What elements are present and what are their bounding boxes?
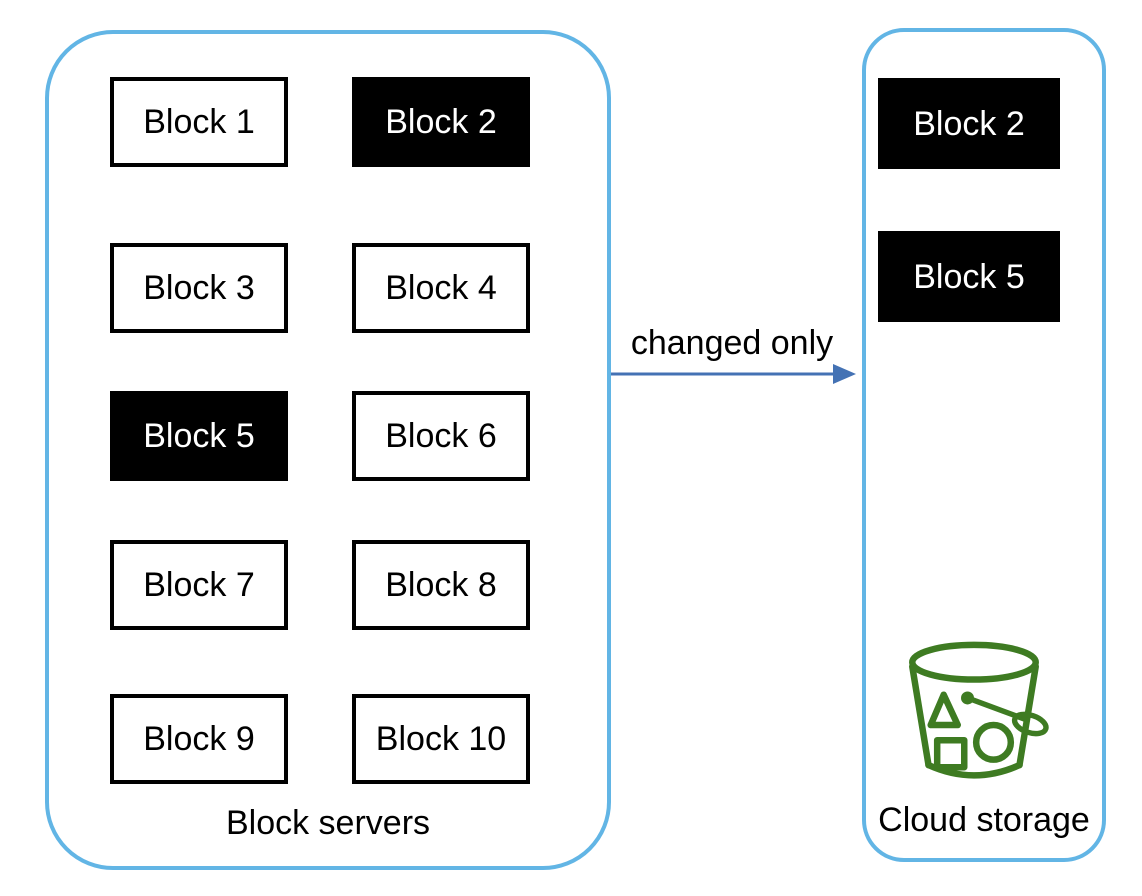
bucket-handle-loop [1011, 711, 1049, 737]
block-servers-label: Block servers [225, 804, 431, 842]
arrow-label: changed only [630, 324, 834, 362]
changed-only-arrow-icon [611, 364, 856, 384]
server-block-2: Block 2 [352, 77, 530, 167]
server-block-3: Block 3 [110, 243, 288, 333]
bucket-square-shape [933, 736, 968, 771]
server-block-4: Block 4 [352, 243, 530, 333]
server-block-9: Block 9 [110, 694, 288, 784]
server-block-10: Block 10 [352, 694, 530, 784]
cloud-block-5: Block 5 [878, 231, 1060, 322]
server-block-6: Block 6 [352, 391, 530, 481]
bucket-triangle-shape [927, 691, 962, 729]
s3-bucket-icon [909, 641, 1049, 779]
server-block-5: Block 5 [110, 391, 288, 481]
cloud-storage-label: Cloud storage [878, 801, 1090, 839]
server-block-1: Block 1 [110, 77, 288, 167]
cloud-storage-panel: Block 2 Block 5 Cloud storage [862, 28, 1106, 862]
server-block-7: Block 7 [110, 540, 288, 630]
server-block-8: Block 8 [352, 540, 530, 630]
bucket-circle-shape [972, 721, 1015, 763]
block-servers-panel: Block 1 Block 2 Block 3 Block 4 Block 5 … [45, 30, 611, 870]
cloud-block-2: Block 2 [878, 78, 1060, 169]
